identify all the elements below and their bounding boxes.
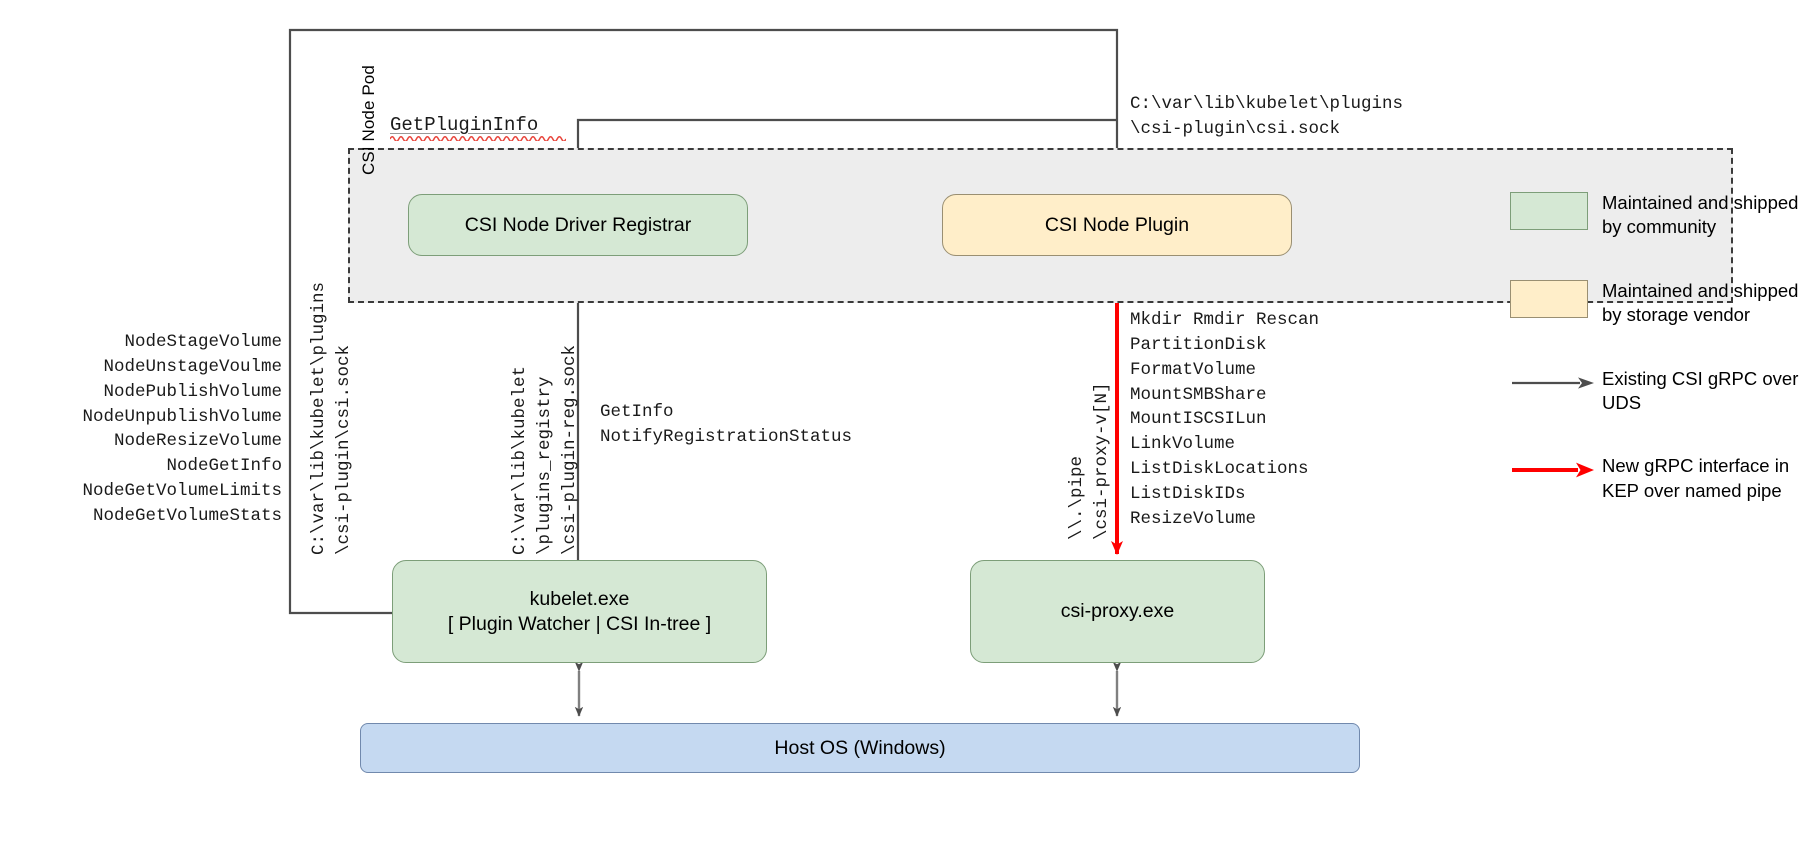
node-host-os[interactable]: Host OS (Windows): [360, 723, 1360, 773]
csi-node-pod-label: CSI Node Pod: [359, 65, 378, 175]
node-kubelet-exe-sublabel: [ Plugin Watcher | CSI In-tree ]: [447, 612, 712, 635]
legend-label-storage-vendor: Maintained and shipped by storage vendor: [1602, 279, 1799, 326]
red-arrow-icon: [1512, 463, 1594, 478]
legend-label-community: Maintained and shipped by community: [1602, 192, 1799, 238]
label-node-service-rpcs: NodeStageVolume NodeUnstageVoulme NodePu…: [82, 332, 282, 526]
spellcheck-squiggle-icon: [390, 136, 566, 141]
legend-label-existing-grpc: Existing CSI gRPC over UDS: [1602, 367, 1799, 414]
legend-key-existing-grpc: [1510, 366, 1602, 398]
legend-item-community: Maintained and shipped by community: [1510, 190, 1810, 240]
label-csi-proxy-apis: Mkdir Rmdir Rescan PartitionDisk FormatV…: [1130, 310, 1320, 529]
label-get-plugin-info: GetPluginInfo: [390, 114, 539, 136]
legend-item-existing-grpc: Existing CSI gRPC over UDS: [1510, 366, 1810, 416]
legend-key-community: [1510, 190, 1602, 230]
label-registration-rpcs: GetInfo NotifyRegistrationStatus: [600, 402, 853, 447]
legend-item-storage-vendor: Maintained and shipped by storage vendor: [1510, 278, 1810, 328]
legend-item-new-grpc: New gRPC interface in KEP over named pip…: [1510, 453, 1810, 503]
label-kubelet-uds-path: C:\var\lib\kubelet\plugins \csi-plugin\c…: [309, 281, 354, 555]
legend-key-storage-vendor: [1510, 278, 1602, 318]
cream-swatch-icon: [1510, 279, 1588, 318]
label-csi-plugin-socket-path: C:\var\lib\kubelet\plugins \csi-plugin\c…: [1130, 94, 1404, 139]
label-named-pipe-path: \\.\pipe \csi-proxy-v[N]: [1067, 382, 1112, 540]
legend: Maintained and shipped by community Main…: [1510, 190, 1810, 541]
label-plugin-registry-sock-path: C:\var\lib\kubelet \plugins_registry \cs…: [510, 344, 580, 555]
node-kubelet-exe[interactable]: kubelet.exe [ Plugin Watcher | CSI In-tr…: [392, 560, 767, 663]
gray-arrow-icon: [1512, 377, 1594, 389]
node-csi-node-plugin[interactable]: CSI Node Plugin: [942, 194, 1292, 256]
node-csi-proxy-exe[interactable]: csi-proxy.exe: [970, 560, 1265, 663]
node-kubelet-exe-label: kubelet.exe: [529, 587, 630, 610]
legend-key-new-grpc: [1510, 453, 1602, 485]
legend-label-new-grpc: New gRPC interface in KEP over named pip…: [1602, 455, 1790, 501]
node-csi-proxy-exe-label: csi-proxy.exe: [1060, 600, 1175, 623]
node-csi-node-plugin-label: CSI Node Plugin: [1044, 213, 1190, 236]
green-swatch-icon: [1510, 192, 1588, 230]
node-csi-node-driver-registrar[interactable]: CSI Node Driver Registrar: [408, 194, 748, 256]
node-host-os-label: Host OS (Windows): [774, 736, 946, 759]
node-csi-node-driver-registrar-label: CSI Node Driver Registrar: [464, 213, 692, 236]
